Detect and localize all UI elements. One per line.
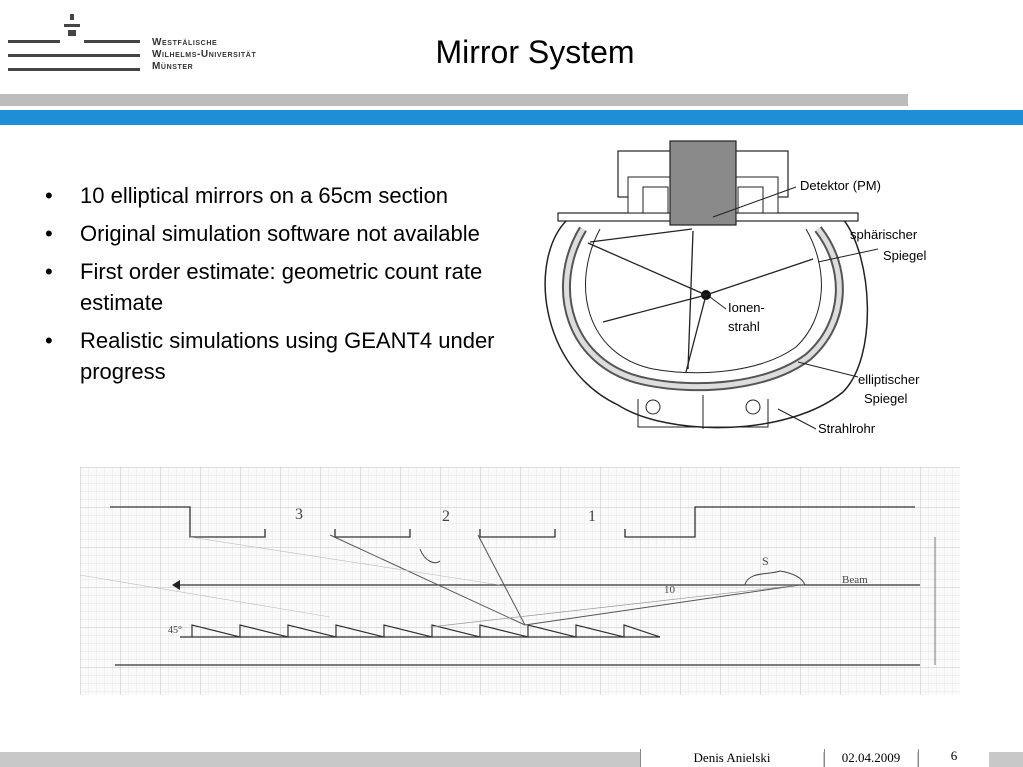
label-ion-2: strahl: [728, 319, 760, 334]
bullet-text: 10 elliptical mirrors on a 65cm section: [80, 183, 449, 208]
footer-author: Denis Anielski: [640, 749, 823, 767]
bullet-icon: •: [45, 328, 53, 353]
bullet-item: • Realistic simulations using GEANT4 unde…: [40, 325, 520, 387]
label-elliptic-1: elliptischer: [858, 372, 920, 387]
bullet-item: • Original simulation software not availa…: [40, 218, 520, 249]
label-detector: Detektor (PM): [800, 178, 881, 193]
label-spherical-2: Spiegel: [883, 248, 926, 263]
label-elliptic-2: Spiegel: [864, 391, 907, 406]
sketch-label-s: S: [762, 554, 769, 568]
university-line-2: Wilhelms-Universität: [152, 49, 257, 60]
label-spherical-1: sphärischer: [850, 227, 918, 242]
bullet-text: First order estimate: geometric count ra…: [80, 259, 483, 315]
header-gray-bar: [0, 94, 908, 106]
university-line-1: Westfälische: [152, 37, 218, 48]
label-beam-pipe: Strahlrohr: [818, 421, 876, 436]
bullet-icon: •: [45, 183, 53, 208]
footer-page-number: 6: [918, 749, 989, 767]
university-line-3: Münster: [152, 61, 194, 72]
footer-date: 02.04.2009: [824, 749, 917, 767]
university-name: Westfälische Wilhelms-Universität Münste…: [152, 37, 256, 73]
bullet-item: • First order estimate: geometric count r…: [40, 256, 520, 318]
bullet-text: Realistic simulations using GEANT4 under…: [80, 328, 495, 384]
slide-title: Mirror System: [435, 34, 635, 70]
university-logo: Westfälische Wilhelms-Universität Münste…: [0, 0, 300, 90]
bullet-item: • 10 elliptical mirrors on a 65cm section: [40, 180, 520, 211]
bullet-icon: •: [45, 221, 53, 246]
sketch-label-angle: 45°: [168, 625, 182, 636]
sketch-label-ten: 10: [664, 584, 676, 596]
bullet-list: • 10 elliptical mirrors on a 65cm section…: [40, 180, 520, 394]
mirror-cross-section-diagram: Detektor (PM) sphärischer Spiegel Ionen-…: [544, 140, 926, 436]
university-logo-mark: [8, 14, 140, 71]
mirror-layout-sketch: 3 2 1 Beam 45° 10 S: [80, 467, 960, 695]
label-ion-1: Ionen-: [728, 300, 765, 315]
sketch-label-3: 3: [295, 506, 303, 523]
sketch-label-beam: Beam: [842, 574, 868, 586]
header-blue-bar: [0, 110, 1023, 125]
bullet-icon: •: [45, 259, 53, 284]
sketch-label-1: 1: [588, 508, 596, 525]
bullet-text: Original simulation software not availab…: [80, 221, 480, 246]
sketch-label-2: 2: [442, 508, 450, 525]
